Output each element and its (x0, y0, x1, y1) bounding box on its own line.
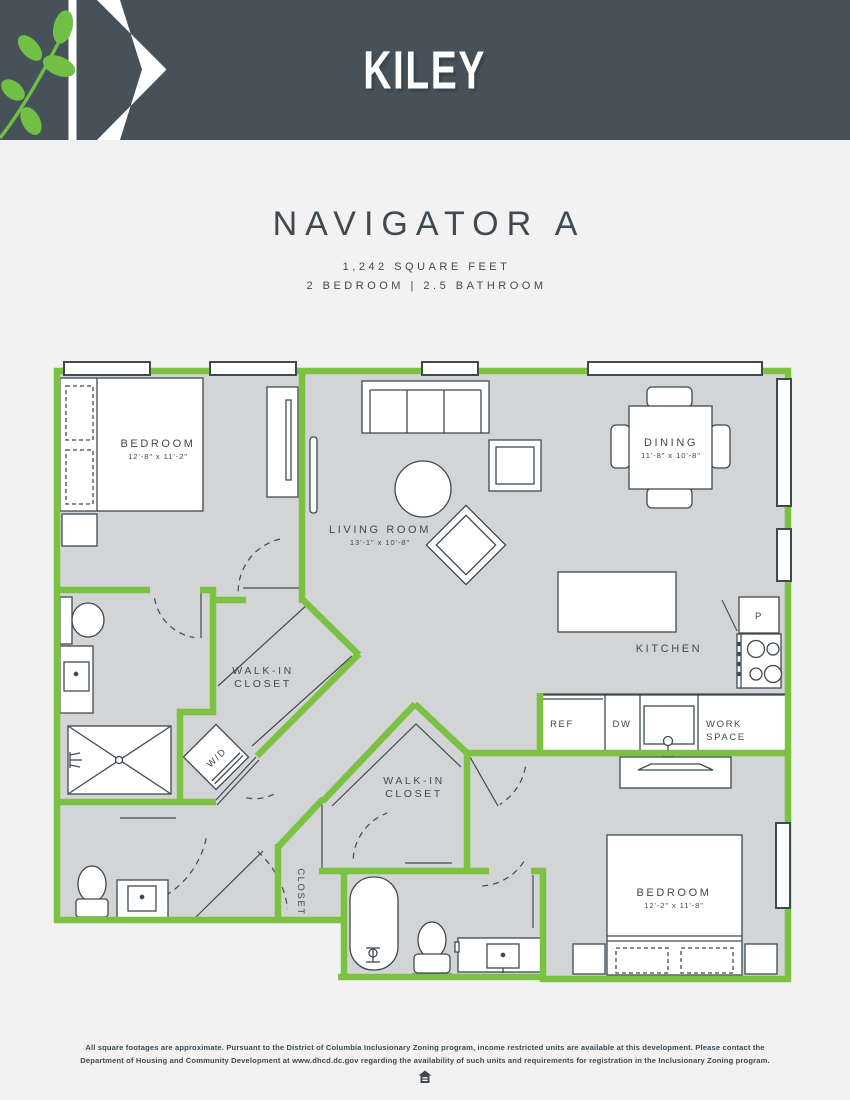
dw-label: DW (612, 719, 631, 730)
walkin2-line2: CLOSET (385, 788, 443, 800)
kiley-logo-icon (0, 0, 167, 140)
kitchen-island (557, 571, 677, 633)
window-icon (775, 822, 791, 909)
nightstand-3 (744, 943, 778, 975)
floor-area (57, 371, 788, 979)
bedroom2-dims: 12'-2" x 11'-8" (644, 901, 704, 910)
interior-lines (120, 587, 786, 928)
window-icon (587, 361, 763, 376)
walkin1-line2: CLOSET (234, 678, 292, 690)
plan-area: 1,242 SQUARE FEET (342, 261, 511, 273)
walkin1-line1: WALK-IN (232, 665, 294, 677)
stove (736, 633, 783, 689)
bed-1 (59, 377, 204, 512)
faucet-icon (662, 735, 674, 747)
bathtub (349, 876, 399, 971)
window-icon (63, 361, 151, 376)
plan-config: 2 BEDROOM | 2.5 BATHROOM (306, 280, 547, 292)
window-icon (776, 378, 792, 507)
kitchen-label: KITCHEN (636, 643, 702, 655)
door-leaf-panel (309, 436, 318, 514)
room-labels: BEDROOM 12'-8" x 11'-2" LIVING ROOM 13'-… (120, 437, 763, 916)
walkin2-line1: WALK-IN (383, 775, 445, 787)
armchair-2 (425, 504, 507, 586)
dining-label: DINING (644, 437, 698, 449)
dining-set (610, 386, 731, 509)
equal-housing-wrap (0, 1070, 850, 1089)
title-block: NAVIGATOR A 1,242 SQUARE FEET 2 BEDROOM … (0, 205, 850, 292)
brand-title-wrap: KILEY (0, 0, 850, 140)
closet-label: CLOSET (295, 868, 306, 916)
toilet-3 (412, 921, 452, 975)
bed-2 (606, 834, 743, 976)
dresser-tv (619, 756, 732, 789)
footer-line1: All square footages are approximate. Pur… (85, 1043, 765, 1052)
bedroom1-dims: 12'-8" x 11'-2" (128, 452, 188, 461)
equal-housing-icon (418, 1070, 432, 1083)
header-banner: KILEY (0, 0, 850, 140)
window-icon (776, 528, 792, 582)
vanity-2 (116, 879, 169, 919)
wardrobe-1 (266, 386, 299, 498)
furniture (59, 377, 787, 976)
footer-line2: Department of Housing and Community Deve… (80, 1056, 770, 1065)
coffee-table (394, 460, 452, 518)
vanity-1 (59, 645, 94, 714)
windows (63, 361, 792, 909)
nightstand-2 (572, 943, 606, 975)
bedroom2-label: BEDROOM (636, 887, 711, 899)
logo-k-upper-arm (97, 0, 167, 70)
washer-dryer (182, 723, 250, 791)
footer: All square footages are approximate. Pur… (0, 1041, 850, 1089)
dining-table (628, 405, 713, 490)
sofa (361, 380, 490, 434)
living-label: LIVING ROOM (329, 524, 431, 536)
bedroom1-label: BEDROOM (120, 438, 195, 450)
plan-title: NAVIGATOR A (272, 205, 586, 243)
ref-label: REF (550, 719, 574, 730)
workspace-line1: WORK (706, 719, 742, 730)
pantry-label: P (755, 611, 763, 622)
nightstand-1 (61, 513, 98, 547)
pantry (721, 596, 780, 634)
armchair-1 (488, 439, 542, 492)
vanity-3 (454, 937, 544, 973)
brand-title: KILEY (363, 39, 487, 101)
workspace-line2: SPACE (706, 732, 746, 743)
window-icon (421, 361, 479, 376)
dining-dims: 11'-8" x 10'-8" (641, 451, 701, 460)
logo-k-lower-arm (97, 69, 167, 140)
leaf-branch-icon (0, 10, 76, 140)
living-dims: 13'-1" x 10'-8" (350, 538, 410, 547)
shower (67, 725, 172, 795)
window-icon (209, 361, 297, 376)
kitchen-counter (539, 694, 787, 759)
